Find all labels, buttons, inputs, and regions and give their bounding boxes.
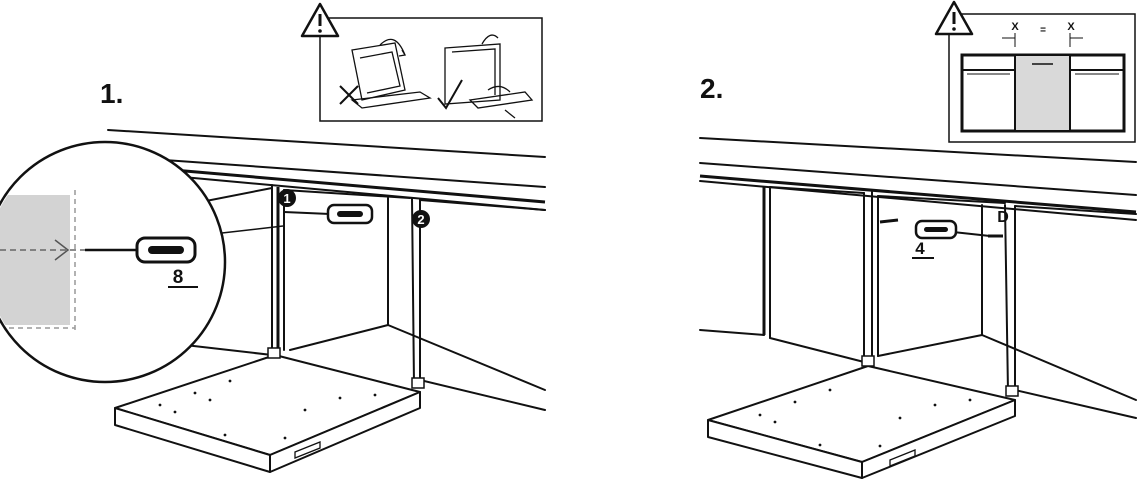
step-1-label: 1. — [100, 78, 123, 109]
correct-method-sketch — [444, 34, 534, 119]
cabinet-front-view — [960, 53, 1126, 133]
screwdriver-small — [914, 219, 991, 240]
check-mark-icon — [437, 79, 463, 110]
cross-mark-icon — [339, 85, 359, 105]
step-2-label: 2. — [700, 73, 723, 104]
callout-2: 2 — [412, 210, 430, 228]
screw-icon — [879, 218, 1003, 238]
part-number-4: 4 — [915, 239, 925, 258]
mounting-platform — [707, 355, 1019, 479]
spacing-dimension: X = X — [1002, 21, 1083, 47]
warning-icon — [300, 2, 340, 38]
step-1-panel: 1. — [0, 2, 546, 473]
step-2-panel: 2. X — [699, 0, 1137, 479]
warning-icon — [934, 0, 974, 36]
cabinet-opening — [159, 184, 546, 411]
svg-text:=: = — [1040, 25, 1046, 36]
svg-text:2: 2 — [417, 212, 424, 227]
mounting-platform — [114, 347, 425, 473]
svg-text:X: X — [1011, 21, 1019, 33]
part-number-8: 8 — [173, 267, 184, 288]
countertop — [107, 129, 546, 211]
screwdriver-small — [283, 203, 374, 225]
warning-box-1 — [300, 2, 543, 122]
wrong-method-sketch — [350, 38, 432, 109]
svg-text:X: X — [1067, 21, 1075, 33]
adjacent-cabinet — [699, 186, 865, 363]
part-letter-d: D — [997, 209, 1009, 226]
svg-text:1: 1 — [283, 191, 290, 206]
warning-box-2: X = X — [934, 0, 1136, 143]
cabinet-opening — [871, 191, 1137, 419]
callout-1: 1 — [278, 189, 296, 207]
detail-magnifier: 8 — [0, 140, 284, 384]
